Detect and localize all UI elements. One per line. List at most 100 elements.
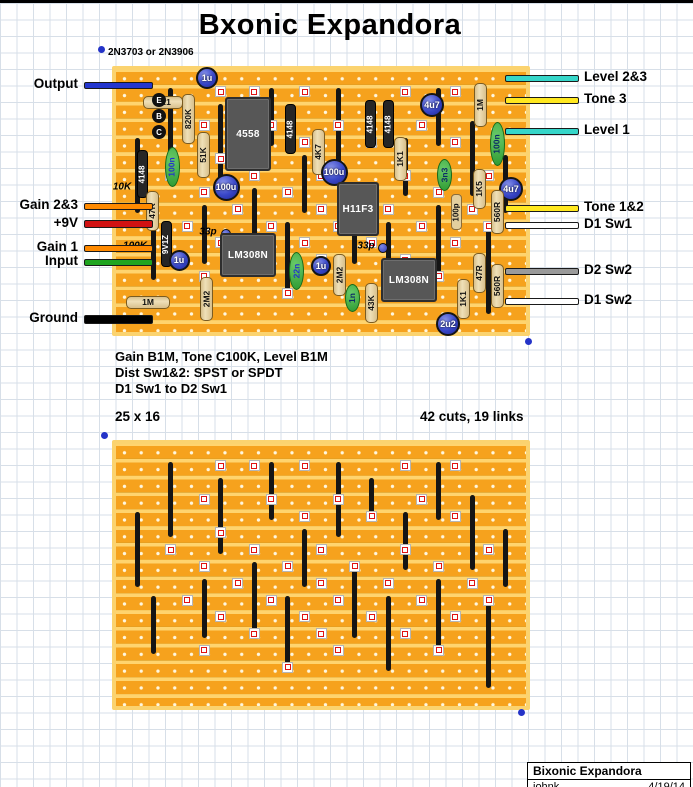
resistor: 1K1 [393, 137, 407, 181]
link-wire [285, 222, 291, 298]
cut-marker [332, 594, 344, 606]
cut-marker [282, 661, 294, 673]
ic-chip: 4558 [225, 97, 271, 171]
zener-diode: 9V1Z [160, 221, 172, 267]
note-line: D1 Sw1 to D2 Sw1 [115, 381, 227, 396]
connection-label: Output [33, 76, 78, 91]
cut-marker [299, 510, 311, 522]
resistor: 2M2 [332, 254, 346, 296]
cut-marker [265, 493, 277, 505]
link-wire [151, 222, 157, 281]
link-wire [251, 188, 257, 264]
build-notes: Gain B1M, Tone C100K, Level B1M Dist Sw1… [115, 349, 328, 397]
resistor: 51K [196, 132, 210, 178]
link-wire [402, 512, 408, 571]
diode: 4148 [284, 104, 296, 154]
board-corner-dot [97, 45, 105, 53]
cut-marker [416, 119, 428, 131]
diode: 4148 [136, 150, 148, 198]
cuts-links-label: 42 cuts, 19 links [420, 409, 524, 424]
link-wire [469, 495, 475, 571]
connection-wire-tone-3 [505, 96, 579, 104]
cut-marker [282, 186, 294, 198]
link-wire [436, 205, 442, 281]
page-title: Bxonic Expandora [198, 9, 462, 41]
cut-marker [366, 611, 378, 623]
cut-marker [483, 544, 495, 556]
cut-marker [332, 119, 344, 131]
connection-wire-d1-sw2 [505, 297, 579, 305]
cut-marker [299, 237, 311, 249]
connection-wire-tone-1-2 [505, 204, 579, 212]
electrolytic-capacitor: 100u [212, 173, 240, 201]
cut-marker [198, 644, 210, 656]
cut-marker [282, 287, 294, 299]
cut-marker [198, 186, 210, 198]
cut-marker [248, 86, 260, 98]
cut-marker [299, 136, 311, 148]
connection-wire-level-1 [505, 127, 579, 135]
component-value-label: 33p [199, 226, 217, 238]
cut-marker [449, 460, 461, 472]
cut-marker [215, 527, 227, 539]
cut-marker [248, 170, 260, 182]
electrolytic-capacitor: 100u [320, 158, 348, 186]
cut-marker [399, 544, 411, 556]
title-block: Bixonic Expandora johnk 4/19/14 [527, 762, 691, 787]
cut-marker [198, 119, 210, 131]
resistor: 43K [364, 283, 378, 323]
electrolytic-capacitor: 1u [196, 67, 218, 89]
link-wire [151, 596, 157, 655]
link-wire [268, 87, 274, 146]
connection-label: D1 Sw2 [584, 292, 633, 307]
link-wire [486, 596, 492, 688]
note-line: Gain B1M, Tone C100K, Level B1M [115, 349, 328, 364]
cut-marker [416, 220, 428, 232]
cut-marker [433, 644, 445, 656]
diode: 4148 [364, 100, 376, 148]
cut-marker [315, 203, 327, 215]
connection-label: Level 2&3 [584, 69, 648, 84]
connection-wire-d2-sw2 [505, 267, 579, 275]
link-wire [268, 461, 274, 520]
title-block-row: johnk 4/19/14 [528, 780, 690, 787]
component-value-label: 33p [357, 240, 375, 252]
stripboard-track-side [112, 440, 530, 710]
film-capacitor: 22n [288, 252, 304, 290]
cut-marker [382, 577, 394, 589]
cut-marker [466, 203, 478, 215]
cut-marker [299, 460, 311, 472]
link-wire [302, 154, 308, 214]
link-wire [218, 104, 224, 180]
board-size-label: 25 x 16 [115, 409, 161, 424]
cut-marker [399, 86, 411, 98]
electrolytic-capacitor: 2u2 [436, 312, 460, 336]
cut-marker [433, 186, 445, 198]
cut-marker [299, 611, 311, 623]
cut-marker [198, 493, 210, 505]
cut-marker [449, 86, 461, 98]
link-wire [201, 205, 207, 264]
link-wire [352, 562, 358, 638]
connection-label: Tone 1&2 [584, 199, 644, 214]
connection-label: Level 1 [584, 122, 630, 137]
cut-marker [215, 611, 227, 623]
cut-marker [215, 460, 227, 472]
connection-wire-d1-sw1 [505, 221, 579, 229]
board-corner-dot [100, 431, 108, 439]
resistor: 1K1 [456, 279, 470, 319]
cut-marker [349, 560, 361, 572]
cut-marker [382, 203, 394, 215]
connection-label: D2 Sw2 [584, 262, 633, 277]
electrolytic-capacitor: 1u [168, 249, 190, 271]
ic-chip: LM308N [381, 258, 437, 302]
link-wire [251, 562, 257, 638]
transistor-pad: C [152, 125, 166, 139]
cut-marker [181, 220, 193, 232]
diode: 4148 [382, 100, 394, 148]
link-wire [436, 579, 442, 655]
resistor: 1M [126, 295, 170, 309]
electrolytic-capacitor: 4u7 [420, 93, 444, 117]
title-block-author: johnk [533, 781, 560, 787]
